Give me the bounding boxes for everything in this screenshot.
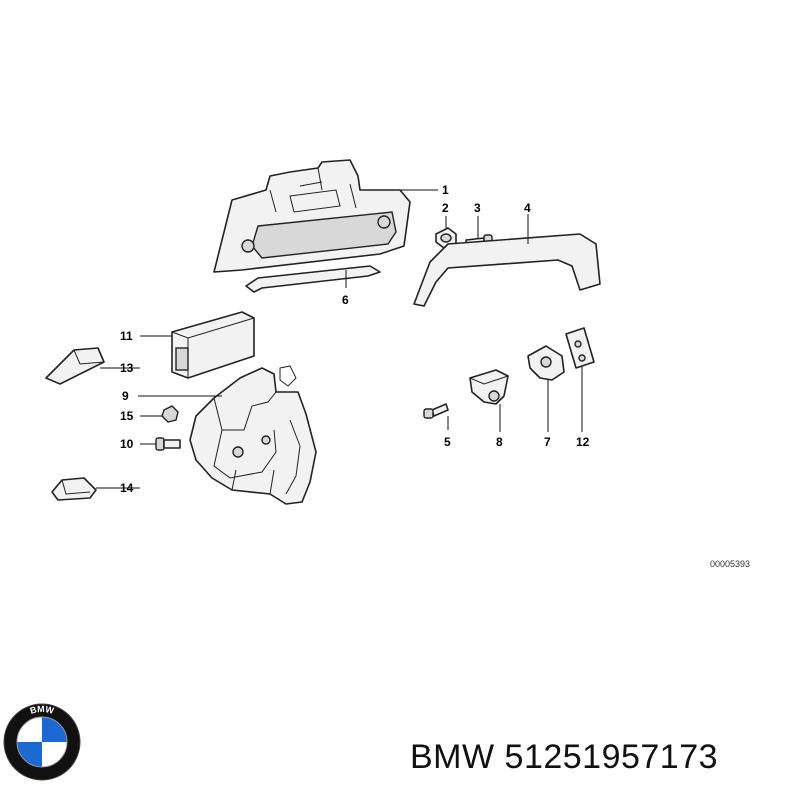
part-number-caption: BMW 51251957173 [410,738,719,776]
callout-7: 7 [544,435,551,449]
callout-11: 11 [120,329,133,343]
part-14-spring-clip [51,477,97,501]
part-1-handle-carrier [213,159,411,273]
part-7-plate [527,345,565,381]
part-5-screw [423,403,449,419]
part-10-bolt [155,437,181,451]
part-15-nut [161,405,179,423]
callout-9: 9 [122,389,129,403]
callout-1: 1 [442,183,449,197]
document-number: 00005393 [710,559,750,569]
callout-4: 4 [524,201,531,215]
callout-6: 6 [342,293,349,307]
part-9-door-lock [189,365,317,505]
callout-2: 2 [442,201,449,215]
bmw-logo-text: BMW [29,704,56,716]
callout-15: 15 [120,409,134,423]
bmw-logo: BMW [3,703,81,781]
part-13-wedge-clip [45,347,105,385]
part-12-shim-plate [565,327,595,369]
callout-12: 12 [576,435,590,449]
callout-labels: 1 2 3 4 5 6 7 8 9 10 11 12 13 14 15 [120,183,590,495]
part-4-pull-handle [413,233,601,307]
callout-5: 5 [444,435,451,449]
part-11-lock-actuator [171,311,255,379]
callout-8: 8 [496,435,503,449]
leader-lines [96,189,583,489]
callout-3: 3 [474,201,481,215]
part-6-gasket-strip [245,265,381,293]
callout-14: 14 [120,481,134,495]
callout-13: 13 [120,361,134,375]
callout-10: 10 [120,437,134,451]
part-8-striker-bracket [469,369,509,405]
